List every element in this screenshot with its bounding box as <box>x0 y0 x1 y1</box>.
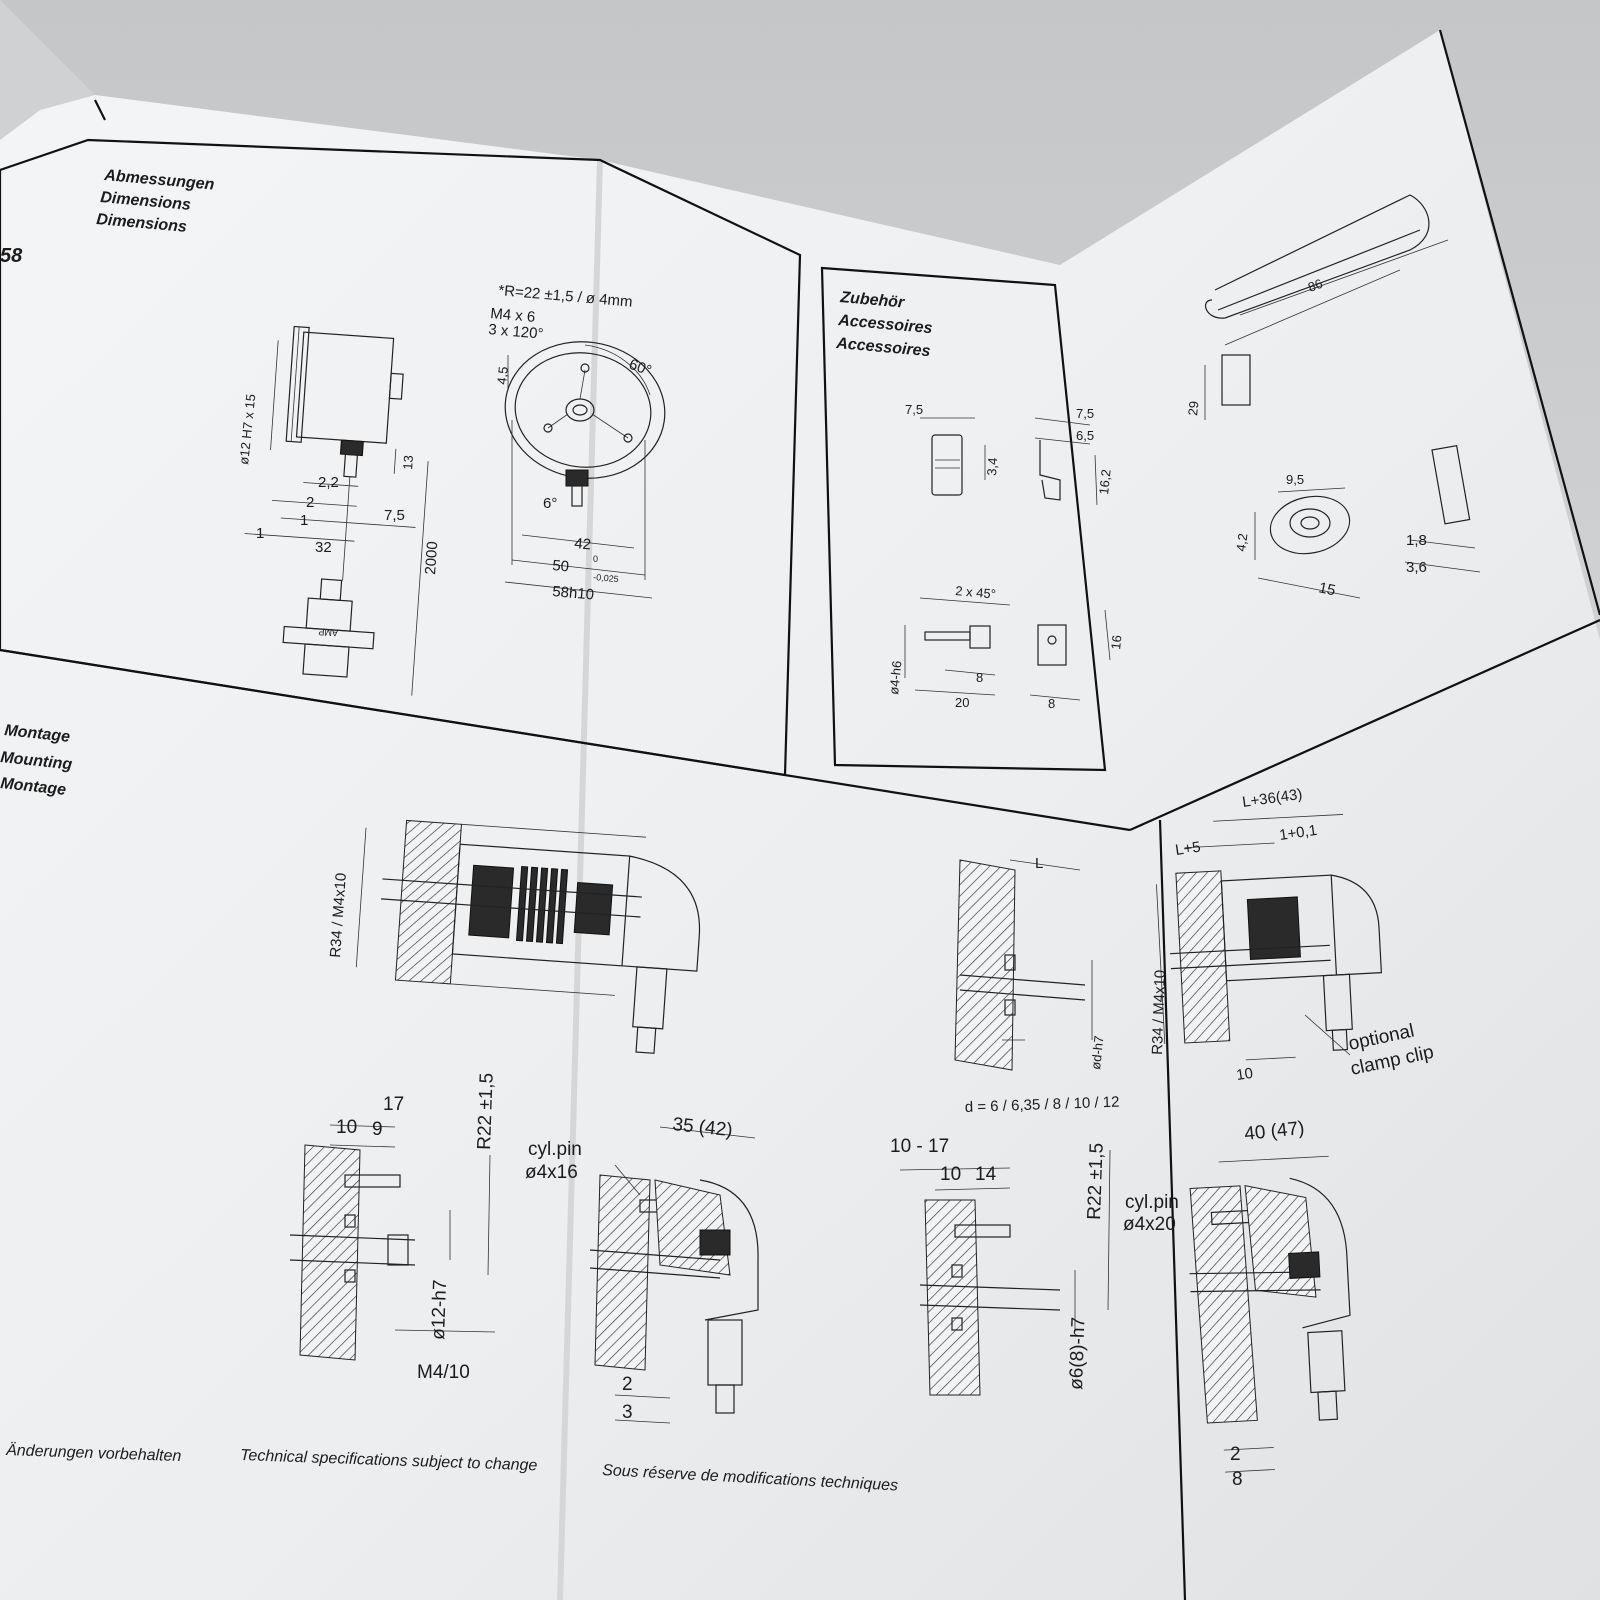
acc-b-7-5: 7,5 <box>1076 406 1094 421</box>
acc-f-dia: ø4-h6 <box>886 660 904 695</box>
dim-2: 2 <box>306 494 314 511</box>
mount-k14: 14 <box>975 1164 997 1185</box>
washer-drawing <box>1254 487 1361 599</box>
dim-2-2: 2,2 <box>318 474 339 491</box>
mount-d12h7: ø12-h7 <box>428 1279 451 1340</box>
screw-pattern: 3 x 120° <box>488 321 544 343</box>
side-mark: 58 <box>0 245 23 267</box>
mount-fig-1 <box>355 819 701 1054</box>
acc-c-86: 86 <box>1306 276 1325 295</box>
pin-drawing <box>904 597 1011 696</box>
dim-7-5: 7,5 <box>384 507 405 524</box>
mount-fig-3 <box>1156 814 1383 1061</box>
acc-d-4-2: 4,2 <box>1233 532 1250 552</box>
mount-cyl-pin-1: cyl.pin <box>528 1139 582 1160</box>
tol-lower: -0,025 <box>593 572 619 584</box>
acc-b-16-2: 16,2 <box>1096 469 1114 496</box>
acc-b-6-5: 6,5 <box>1076 428 1094 443</box>
mounting-heading-fr: Montage <box>0 775 67 799</box>
mount-fig-4 <box>289 1124 496 1361</box>
accessories-section: Zubehör Accessoires Accessoires 7,5 3,4 … <box>820 194 1481 772</box>
accessories-heading-de: Zubehör <box>839 289 906 312</box>
section-divider-right <box>1129 618 1600 832</box>
acc-d-15: 15 <box>1317 579 1337 599</box>
tol-upper: 0 <box>593 554 598 564</box>
section-divider <box>0 648 1131 832</box>
mounting-heading-de: Montage <box>4 722 71 746</box>
angle-60: 60° <box>627 356 654 380</box>
mount-fig4-10: 10 <box>336 1117 357 1138</box>
screw-size: M4 x 6 <box>490 305 536 326</box>
mount-n2: 2 <box>622 1374 633 1395</box>
mount-p2: 2 <box>1230 1444 1241 1465</box>
connector-label: AMP <box>318 627 338 638</box>
acc-f-20: 20 <box>955 695 969 710</box>
mount-p8: 8 <box>1232 1469 1243 1490</box>
encoder-side-view: AMP <box>244 325 429 696</box>
mount-l5: L+5 <box>1174 839 1202 859</box>
clamp-leader <box>1304 1014 1351 1056</box>
mount-r34-a: R34 / M4x10 <box>327 872 350 958</box>
paper-fold <box>557 159 603 1600</box>
mount-r34-b: R34 / M4x10 <box>1149 970 1169 1056</box>
encoder-front-view <box>504 341 666 599</box>
mount-fig-6 <box>899 1149 1111 1396</box>
mount-d6h7: ø6(8)-h7 <box>1066 1317 1090 1391</box>
accessories-box <box>820 266 1107 772</box>
acc-g-8: 8 <box>1048 696 1055 711</box>
acc-e-1-8: 1,8 <box>1406 532 1427 549</box>
mount-cyl-pin-2: cyl.pin <box>1125 1192 1179 1213</box>
page-frame <box>94 29 1600 1600</box>
mount-10-17: 10 - 17 <box>890 1136 949 1157</box>
acc-c-29: 29 <box>1185 400 1201 416</box>
dim-42: 42 <box>574 535 592 553</box>
dim-diameter: ø12 H7 x 15 <box>236 393 258 465</box>
mount-k10: 10 <box>940 1164 961 1185</box>
dim-50: 50 <box>552 557 570 575</box>
mount-17: 17 <box>383 1094 404 1115</box>
dim-32: 32 <box>315 539 332 556</box>
mount-L: L <box>1035 855 1043 872</box>
acc-g-16: 16 <box>1108 634 1124 650</box>
dim-4-5: 4,5 <box>494 366 511 386</box>
acc-d-9-5: 9,5 <box>1286 472 1304 487</box>
dim-13: 13 <box>400 455 416 470</box>
mounting-section: Montage Mounting Montage R34 / M4x10 <box>0 722 1436 1490</box>
mount-cyl-pin-1b: ø4x16 <box>525 1162 578 1183</box>
clip-c-drawing <box>1204 194 1449 420</box>
acc-f-2x45: 2 x 45° <box>955 583 997 601</box>
mount-t01: 1+0,1 <box>1278 822 1318 844</box>
mount-cyl-pin-2b: ø4x20 <box>1123 1214 1176 1235</box>
plate-drawing <box>1404 444 1481 573</box>
acc-a-3-4: 3,4 <box>984 457 1000 476</box>
clip-a-drawing <box>920 417 986 496</box>
mount-m4-10: M4/10 <box>417 1362 470 1383</box>
clip-b-drawing <box>1034 417 1098 506</box>
dim-2000: 2000 <box>422 541 441 575</box>
mount-r22-a: R22 ±1,5 <box>474 1073 498 1151</box>
mount-fig-7 <box>1189 1155 1351 1473</box>
mount-r22-b: R22 ±1,5 <box>1084 1143 1108 1221</box>
mount-n3: 3 <box>622 1402 633 1423</box>
cyl-pin-1-leader <box>614 1164 641 1196</box>
dim-1a: 1 <box>300 512 308 529</box>
mount-fig-5 <box>589 1126 759 1424</box>
dim-58h10: 58h10 <box>552 583 595 604</box>
mount-9: 9 <box>372 1119 383 1140</box>
acc-e-3-6: 3,6 <box>1406 559 1427 576</box>
dim-1b: 1 <box>256 525 264 542</box>
mount-fig-2 <box>954 859 1093 1071</box>
paper-left-flap <box>0 0 95 140</box>
mount-10: 10 <box>1235 1065 1254 1084</box>
angle-6: 6° <box>543 495 557 512</box>
block-drawing <box>1029 609 1111 701</box>
mount-dh7: ød-h7 <box>1088 1035 1106 1070</box>
mount-d-values: d = 6 / 6,35 / 8 / 10 / 12 <box>965 1094 1120 1116</box>
acc-a-7-5: 7,5 <box>905 402 923 417</box>
acc-f-8: 8 <box>976 670 983 685</box>
